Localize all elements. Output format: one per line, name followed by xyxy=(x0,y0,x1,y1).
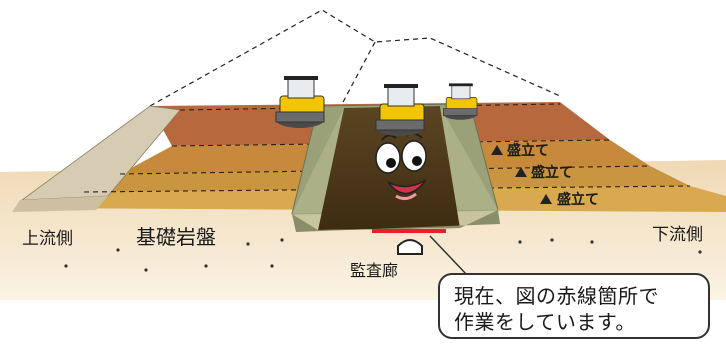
fill-layer-label-1: 盛立て xyxy=(507,142,549,159)
foundation-label: 基礎岩盤 xyxy=(136,225,216,249)
fill-layer-label: 盛立て xyxy=(491,142,549,159)
fill-layer-label: 盛立て xyxy=(540,191,599,208)
upstream-label: 上流側 xyxy=(22,229,73,249)
callout-line-1: 現在、図の赤線箇所で xyxy=(454,284,659,308)
triangle-marker-icon xyxy=(515,167,527,177)
foundation-texture-dots xyxy=(64,238,702,272)
status-callout: 現在、図の赤線箇所で 作業をしています。 xyxy=(438,273,710,339)
triangle-marker-icon xyxy=(540,194,552,204)
gallery-label: 監査廊 xyxy=(350,261,398,280)
road-roller-icon xyxy=(375,84,425,136)
triangle-marker-icon xyxy=(491,145,503,155)
mascot-character xyxy=(375,132,427,201)
callout-line-2: 作業をしています。 xyxy=(454,310,636,334)
road-roller-icon xyxy=(443,83,478,120)
inspection-gallery xyxy=(397,239,423,255)
downstream-label: 下流側 xyxy=(652,225,703,245)
callout-pointer xyxy=(429,235,469,277)
planned-dam-outline xyxy=(149,9,561,107)
fill-layer-label-2: 盛立て xyxy=(531,164,573,181)
fill-layer-label: 盛立て xyxy=(515,164,573,181)
fill-layer-label-3: 盛立て xyxy=(557,191,599,208)
road-roller-icon xyxy=(275,76,325,128)
